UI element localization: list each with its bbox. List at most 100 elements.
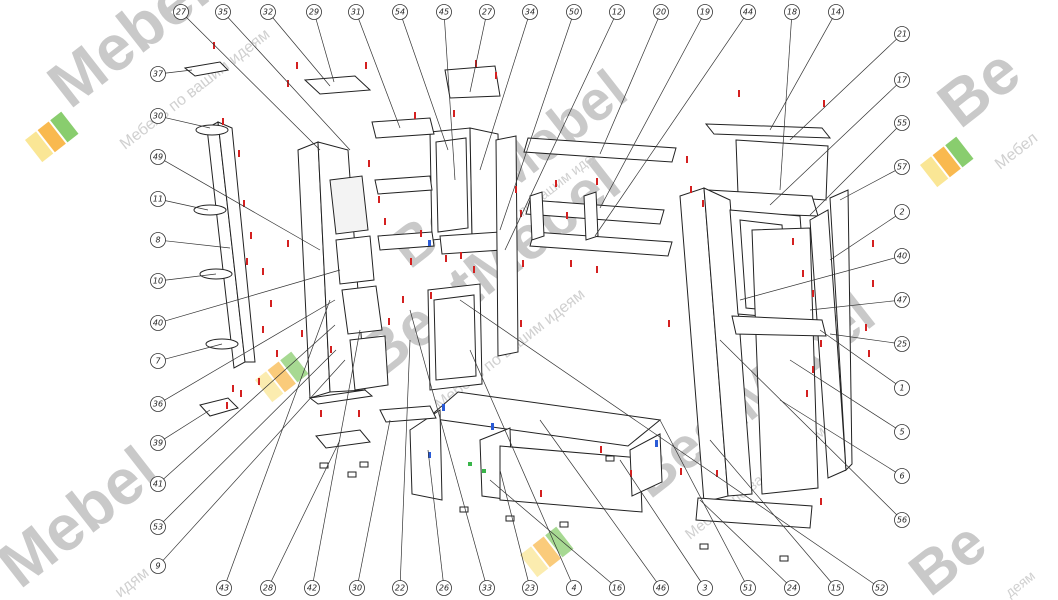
callout-top-18: 18 bbox=[779, 4, 800, 191]
callout-bubble bbox=[150, 435, 166, 451]
red-fastener-mark bbox=[420, 230, 422, 237]
red-fastener-mark bbox=[388, 318, 390, 325]
callout-number: 25 bbox=[897, 340, 907, 349]
callout-number: 33 bbox=[482, 584, 492, 593]
callout-leader-line bbox=[165, 269, 341, 322]
red-fastener-mark bbox=[702, 200, 704, 207]
callout-number: 27 bbox=[482, 8, 493, 17]
middle-glass-cabinet bbox=[371, 65, 519, 391]
watermark-tagline: идям bbox=[112, 564, 152, 600]
callout-bottom-46: 46 bbox=[539, 419, 669, 596]
callout-left-40: 40 bbox=[150, 269, 341, 331]
callout-right-40: 40 bbox=[739, 248, 910, 301]
callout-top-32: 32 bbox=[260, 4, 331, 87]
callout-number: 1 bbox=[899, 384, 904, 393]
wall-shelves bbox=[523, 137, 677, 257]
callout-number: 46 bbox=[656, 584, 666, 593]
red-fastener-mark bbox=[378, 196, 380, 203]
callout-leader-line bbox=[499, 469, 529, 581]
callout-bottom-42: 42 bbox=[304, 329, 361, 596]
red-fastener-mark bbox=[820, 340, 822, 347]
callout-top-20: 20 bbox=[599, 4, 669, 155]
callout-bottom-16: 16 bbox=[489, 479, 625, 596]
callout-top-29: 29 bbox=[306, 4, 335, 83]
red-fastener-mark bbox=[630, 470, 632, 477]
callout-bubble bbox=[894, 512, 910, 528]
callout-top-35: 35 bbox=[215, 4, 351, 151]
callout-bubble bbox=[306, 4, 322, 20]
callout-top-12: 12 bbox=[504, 4, 625, 251]
callout-leader-line bbox=[164, 409, 211, 440]
callout-left-8: 8 bbox=[150, 232, 231, 249]
callout-leader-line bbox=[599, 18, 659, 155]
callout-bubble bbox=[828, 4, 844, 20]
red-fastener-mark bbox=[384, 218, 386, 225]
callout-bubble bbox=[894, 159, 910, 175]
red-fastener-mark bbox=[555, 180, 557, 187]
callout-leader-line bbox=[499, 18, 572, 231]
callout-right-6: 6 bbox=[779, 399, 910, 484]
callout-bubble bbox=[479, 580, 495, 596]
callout-number: 55 bbox=[897, 119, 907, 128]
callout-number: 9 bbox=[155, 562, 160, 571]
callout-bottom-28: 28 bbox=[260, 439, 341, 596]
red-fastener-mark bbox=[287, 80, 289, 87]
callout-leader-line bbox=[227, 17, 351, 151]
callout-number: 20 bbox=[656, 8, 666, 17]
red-fastener-mark bbox=[430, 292, 432, 299]
callout-number: 28 bbox=[263, 584, 273, 593]
callout-leader-line bbox=[163, 349, 337, 522]
callout-number: 7 bbox=[155, 357, 161, 366]
red-fastener-mark bbox=[240, 390, 242, 397]
callout-bubble bbox=[150, 66, 166, 82]
red-fastener-mark bbox=[865, 324, 867, 331]
callout-bubble bbox=[150, 558, 166, 574]
callout-right-25: 25 bbox=[829, 333, 910, 352]
callout-leader-line bbox=[469, 349, 572, 582]
callout-bubble bbox=[894, 292, 910, 308]
callout-bubble bbox=[872, 580, 888, 596]
callout-number: 26 bbox=[439, 584, 449, 593]
callout-leader-line bbox=[358, 419, 391, 581]
callout-leader-line bbox=[444, 19, 456, 181]
callout-bubble bbox=[894, 115, 910, 131]
callout-leader-line bbox=[829, 333, 895, 344]
watermark-logo bbox=[25, 111, 79, 163]
callout-number: 32 bbox=[263, 8, 273, 17]
red-fastener-mark bbox=[668, 320, 670, 327]
callout-number: 39 bbox=[153, 439, 163, 448]
callout-right-21: 21 bbox=[789, 26, 910, 141]
callout-leader-line bbox=[739, 257, 895, 301]
red-fastener-mark bbox=[238, 150, 240, 157]
callout-leader-line bbox=[779, 19, 792, 191]
red-fastener-mark bbox=[365, 62, 367, 69]
red-fastener-mark bbox=[738, 90, 740, 97]
callout-bubble bbox=[784, 4, 800, 20]
callout-leader-line bbox=[164, 160, 321, 251]
callout-leader-line bbox=[469, 19, 486, 93]
callout-number: 2 bbox=[899, 208, 904, 217]
callout-number: 36 bbox=[153, 400, 163, 409]
callout-bubble bbox=[697, 580, 713, 596]
red-fastener-mark bbox=[520, 210, 522, 217]
right-wardrobe bbox=[679, 123, 853, 529]
callout-bubble bbox=[894, 336, 910, 352]
callout-leader-line bbox=[427, 449, 444, 581]
callout-leader-line bbox=[719, 339, 897, 515]
red-fastener-mark bbox=[570, 260, 572, 267]
callout-bubble bbox=[215, 4, 231, 20]
callout-number: 4 bbox=[571, 584, 576, 593]
callout-number: 54 bbox=[395, 8, 405, 17]
callout-bubble bbox=[260, 4, 276, 20]
callout-number: 47 bbox=[897, 296, 908, 305]
callout-bubble bbox=[609, 580, 625, 596]
watermark-logo bbox=[255, 351, 309, 403]
callout-left-37: 37 bbox=[150, 66, 193, 82]
callout-leader-line bbox=[819, 329, 897, 384]
callout-bubble bbox=[150, 476, 166, 492]
callout-number: 18 bbox=[787, 8, 797, 17]
callout-bubble bbox=[828, 580, 844, 596]
red-fastener-mark bbox=[250, 232, 252, 239]
